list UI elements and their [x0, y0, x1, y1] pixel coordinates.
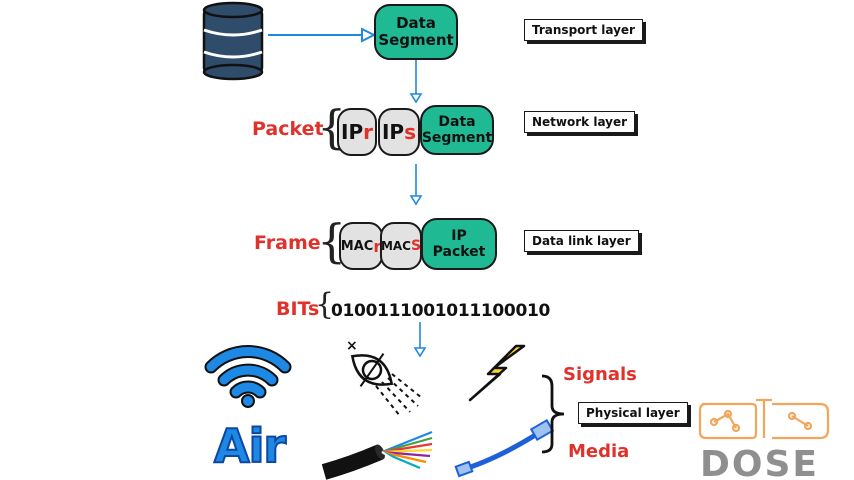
physical-layer-label: Physical layer — [578, 402, 688, 424]
bits-label: BITs — [276, 298, 320, 320]
dose-logo: DOSE — [698, 398, 830, 480]
ipr-main: IP — [341, 120, 364, 144]
frame-label: Frame — [254, 232, 321, 254]
transport-layer-label: Transport layer — [524, 19, 643, 41]
down-arrow — [413, 322, 427, 358]
segment-line1: Data — [438, 113, 476, 130]
macs-sub: S — [410, 238, 422, 254]
signals-label: Signals — [563, 364, 637, 385]
packet-label: Packet — [252, 118, 324, 140]
dose-logo-text: DOSE — [700, 444, 819, 480]
transport-arrow — [268, 27, 377, 43]
svg-text:×: × — [346, 338, 358, 354]
bits-value: 0100111001011100010 — [331, 301, 551, 321]
ipr-sub: r — [363, 120, 373, 144]
macr-main: MAC — [340, 238, 374, 254]
wifi-icon — [204, 345, 292, 408]
macr-sub: r — [373, 236, 382, 256]
macs-main: MAC — [380, 239, 411, 253]
ethernet-cable-icon — [454, 418, 555, 478]
packet-line1: IP — [451, 227, 467, 244]
air-label: Air — [213, 418, 287, 474]
down-arrow — [409, 60, 423, 104]
media-label: Media — [568, 441, 630, 462]
packet-line2: Packet — [432, 244, 486, 260]
database-icon — [202, 1, 264, 81]
network-layer-label: Network layer — [524, 111, 636, 133]
segment-line2: Segment — [378, 31, 454, 49]
ips-main: IP — [381, 120, 405, 144]
fiber-cable-icon — [321, 430, 433, 480]
down-arrow — [409, 164, 423, 206]
physical-bracket — [541, 374, 565, 454]
bits-brace: { — [315, 287, 335, 322]
fiber-optic-icon: × — [346, 338, 423, 417]
lightning-icon — [468, 344, 526, 402]
segment-line1: Data — [396, 13, 436, 32]
ips-sub: s — [404, 120, 416, 144]
datalink-layer-label: Data link layer — [524, 230, 639, 252]
segment-line2: Segment — [421, 130, 493, 146]
